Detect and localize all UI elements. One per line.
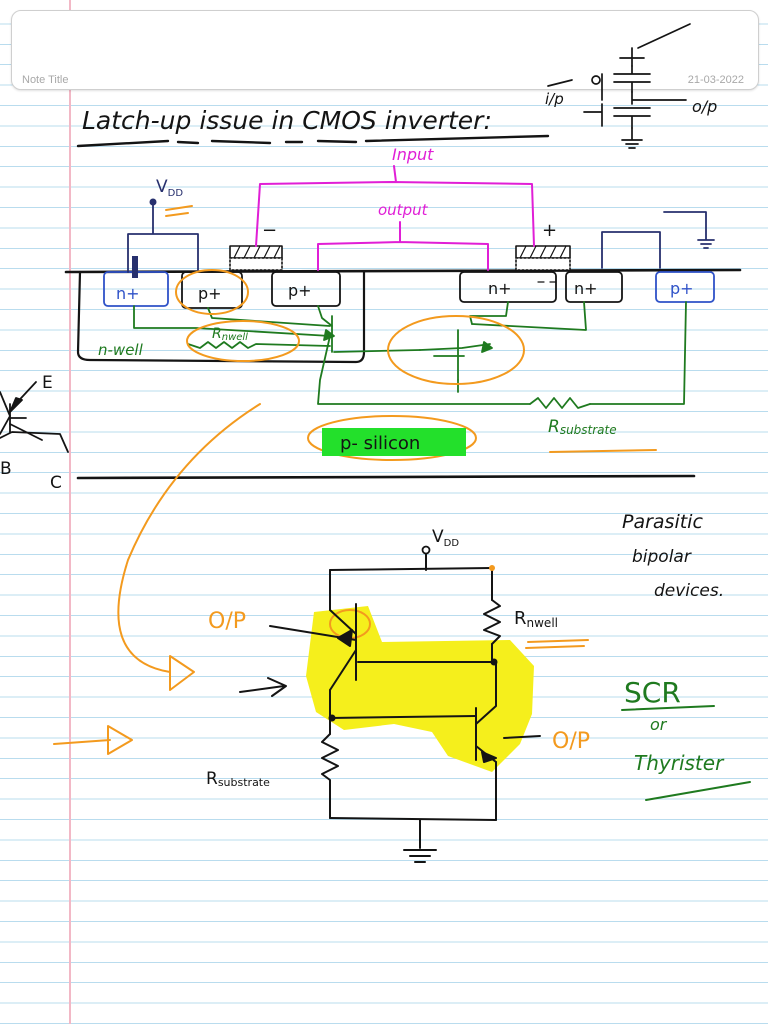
substrate-bottom-line: [76, 474, 696, 480]
latchup-circuit: [239, 551, 541, 863]
circle-rnwell: [186, 320, 300, 362]
note-devices: devices.: [654, 581, 724, 601]
vdd-label: VDD: [156, 177, 183, 199]
region-p2-box: [271, 271, 341, 307]
orange-curved-arrow: [117, 403, 261, 691]
gate-pmos: [229, 245, 283, 271]
circuit-op-left: O/P: [208, 609, 246, 634]
gate-minus-sign: −: [262, 220, 277, 241]
n-well-outline: [76, 270, 366, 364]
note-date: 21-03-2022: [687, 74, 744, 86]
vdd-node-dot: [421, 545, 431, 555]
gate-plus-sign: +: [542, 220, 557, 241]
note-or: or: [650, 715, 668, 734]
yellow-highlight: [306, 606, 534, 772]
bjt-e-label: E: [42, 373, 53, 393]
ground-wire: [601, 211, 715, 269]
body-contact-marker: [132, 256, 138, 278]
region-n2-label: n+: [488, 279, 512, 298]
n-well-label: n-well: [98, 341, 144, 359]
input-wire: [255, 165, 535, 247]
note-parasitic: Parasitic: [622, 511, 703, 533]
bjt-symbol: [0, 381, 69, 453]
node-dot-3: [328, 714, 336, 722]
bjt-c-label: C: [50, 473, 62, 493]
note-scr: SCR: [624, 676, 681, 709]
rnwell-label: Rnwell: [212, 326, 248, 343]
output-label: output: [378, 201, 429, 219]
region-n3-box: [565, 271, 623, 303]
psilicon-label: p- silicon: [340, 433, 420, 454]
scr-underline: [621, 705, 715, 711]
region-p2-label: p+: [288, 281, 312, 300]
region-n1-label: n+: [116, 284, 140, 303]
region-p1-box: [181, 271, 243, 309]
silicon-surface-line: [64, 268, 742, 274]
circle-p1: [175, 269, 249, 315]
region-n3-label: n+: [574, 279, 598, 298]
vdd-terminal-dot: [149, 198, 157, 206]
region-p3-box: [655, 271, 715, 303]
note-title-label: Note Title: [22, 74, 69, 86]
circle-psilicon: [307, 415, 477, 461]
circuit-rnwell-underline: [525, 639, 589, 649]
node-dot-1: [489, 565, 495, 571]
rsubstrate-label: Rsubstrate: [548, 417, 617, 437]
circuit-op-right: O/P: [552, 729, 590, 754]
circuit-vdd-label: VDD: [432, 527, 459, 549]
circle-npn: [387, 315, 525, 385]
heading-underline: [76, 134, 550, 148]
bjt-b-label: B: [0, 459, 12, 479]
inverter-symbol: [547, 23, 691, 149]
vdd-wire: [127, 203, 199, 273]
node-dot-2: [490, 658, 498, 666]
region-p1-label: p+: [198, 284, 222, 303]
note-bipolar: bipolar: [632, 547, 692, 567]
margin-line: [69, 0, 71, 1024]
psilicon-highlight: [322, 428, 466, 456]
parasitic-wiring: [133, 301, 687, 409]
note-thyristor: Thyrister: [634, 751, 725, 775]
output-wire: [317, 221, 489, 271]
note-title-box[interactable]: [11, 10, 759, 90]
region-p3-label: p+: [670, 279, 694, 298]
inverter-input-label: i/p: [545, 90, 564, 108]
gate-nmos: [515, 245, 571, 271]
inverter-output-label: o/p: [692, 97, 717, 116]
vdd-underline: [165, 205, 193, 217]
thyristor-underline: [645, 781, 751, 801]
circuit-rsubstrate-label: Rsubstrate: [206, 769, 270, 789]
rsubstrate-underline: [549, 449, 657, 453]
circuit-rnwell-label: Rnwell: [514, 608, 558, 630]
heading-title: Latch-up issue in CMOS inverter:: [82, 106, 492, 135]
orange-short-arrow: [53, 725, 133, 755]
input-label: Input: [392, 145, 434, 164]
